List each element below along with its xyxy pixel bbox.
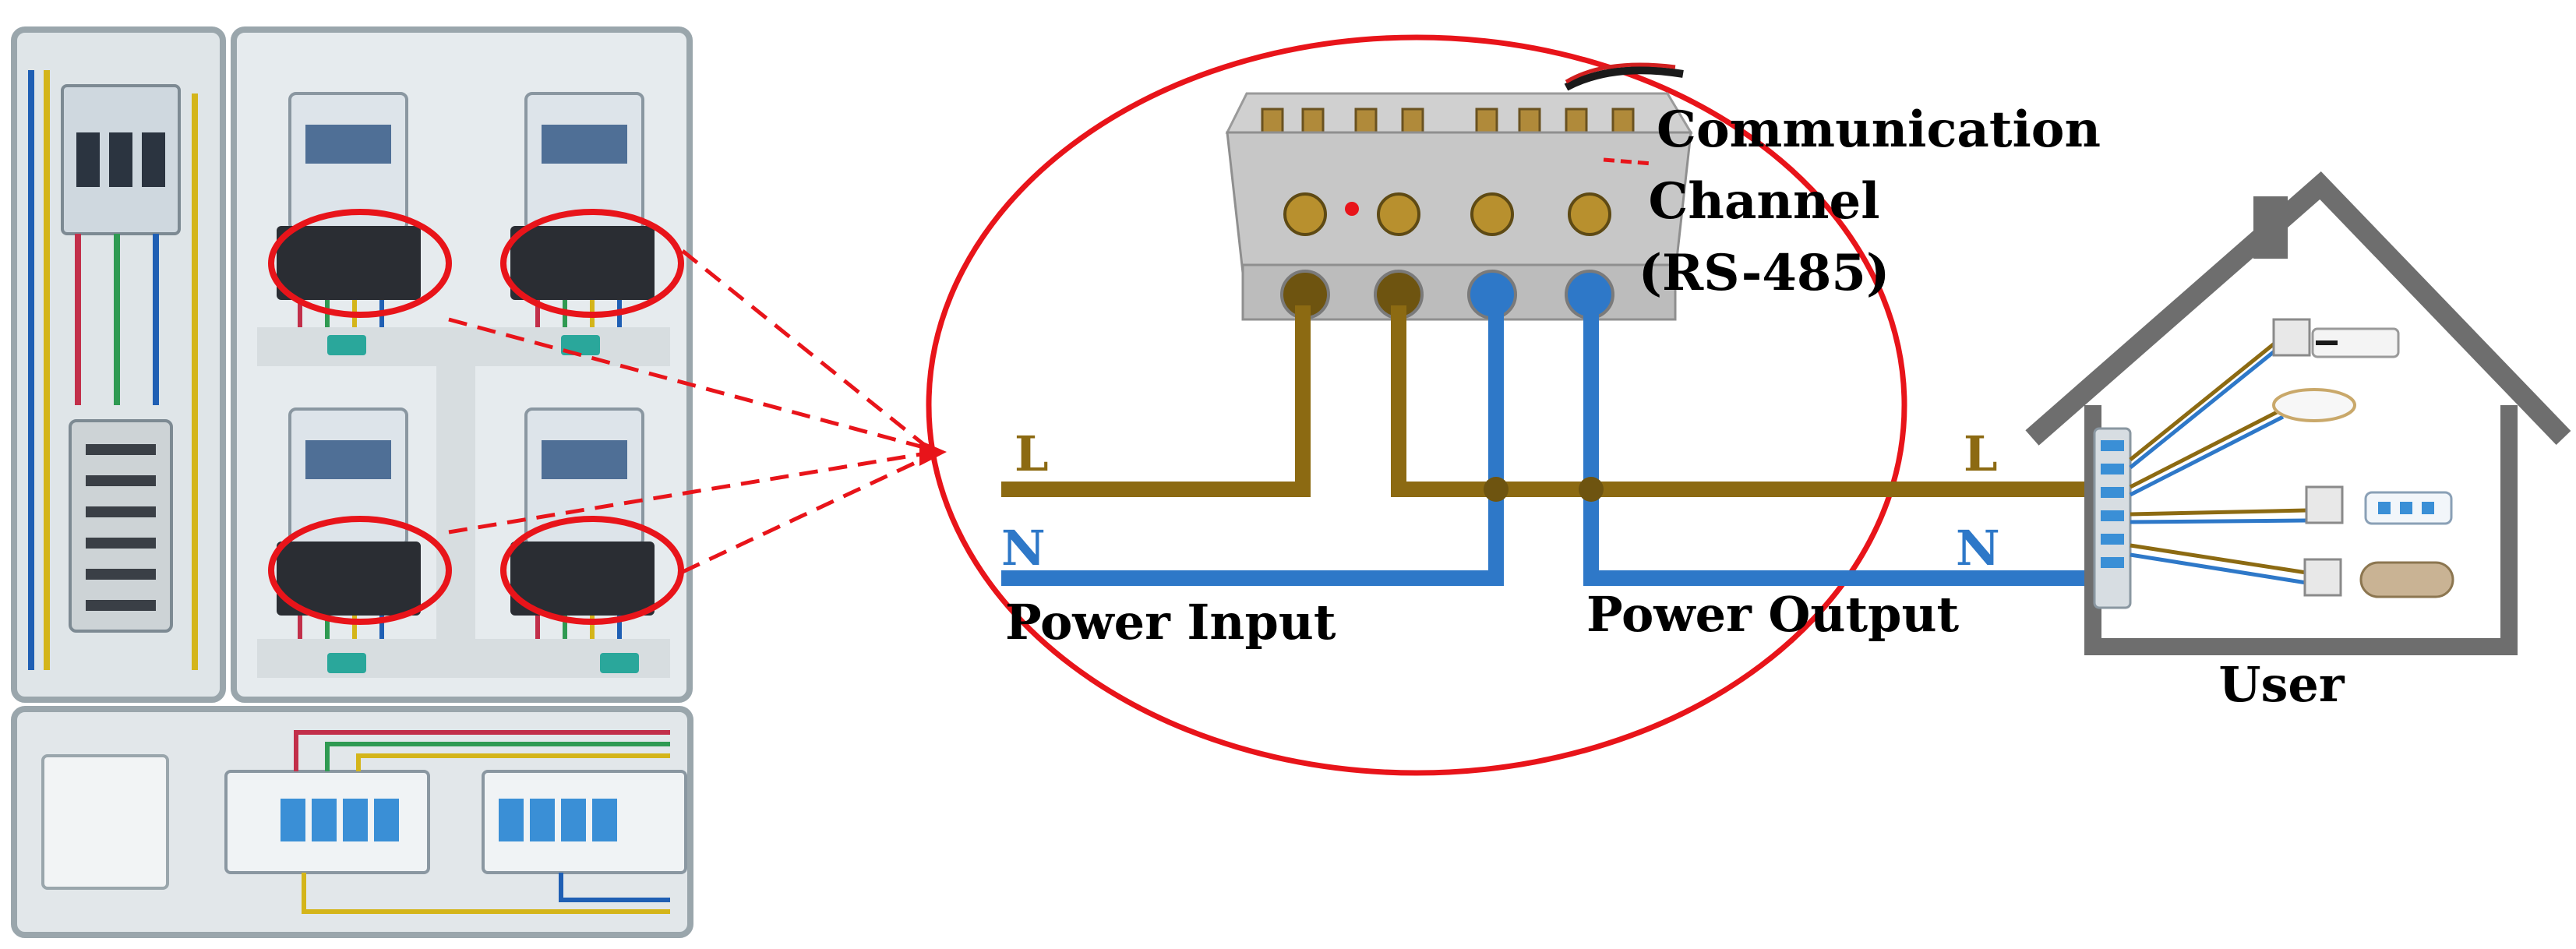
- neutral-output-wire: [1583, 305, 2094, 586]
- line-label-right: L: [1964, 425, 1998, 482]
- rs485-pointer: [1603, 157, 1653, 166]
- power-output-label: Power Output: [1586, 586, 1960, 643]
- wire-junctions: [1484, 477, 1604, 502]
- line-input-wire: [1001, 305, 1311, 497]
- electric-meter-cabinet-icon: [11, 26, 693, 938]
- distribution-board-icon: [2093, 427, 2132, 609]
- meter-1: [277, 92, 421, 300]
- power-input-label: Power Input: [1005, 594, 1336, 651]
- terminal-highlights: [268, 209, 684, 625]
- ceiling-light-icon: [2272, 388, 2356, 422]
- enlargement-ellipse: [926, 34, 1907, 776]
- water-heater-icon: [2303, 558, 2454, 598]
- neutral-input-wire: [1001, 305, 1504, 586]
- highlight-ellipse: [500, 516, 684, 625]
- power-strip-icon: [2305, 485, 2453, 525]
- highlight-ellipse: [500, 209, 684, 318]
- communication-label-line2: Channel: [1648, 172, 1879, 231]
- air-conditioner-icon: [2272, 318, 2400, 358]
- line-label-left: L: [1015, 425, 1049, 482]
- highlight-ellipse: [268, 516, 452, 625]
- branch-wires: [2129, 341, 2307, 585]
- meter-2: [510, 92, 655, 300]
- neutral-label-right: N: [1956, 520, 2000, 577]
- communication-label-line1: Communication: [1657, 101, 2101, 159]
- user-label: User: [2218, 656, 2345, 713]
- meter-terminal-block-icon: [1225, 62, 1693, 321]
- callout-lines: [448, 249, 937, 574]
- communication-label-line3: (RS-485): [1639, 244, 1890, 302]
- line-output-wire: [1391, 305, 2094, 497]
- neutral-wires: [1001, 305, 2094, 586]
- house-icon: [2025, 171, 2571, 655]
- meter-3: [277, 407, 421, 616]
- meter-4: [510, 407, 655, 616]
- neutral-label-left: N: [1001, 520, 1046, 577]
- line-wires: [1001, 305, 2094, 497]
- highlight-ellipse: [268, 209, 452, 318]
